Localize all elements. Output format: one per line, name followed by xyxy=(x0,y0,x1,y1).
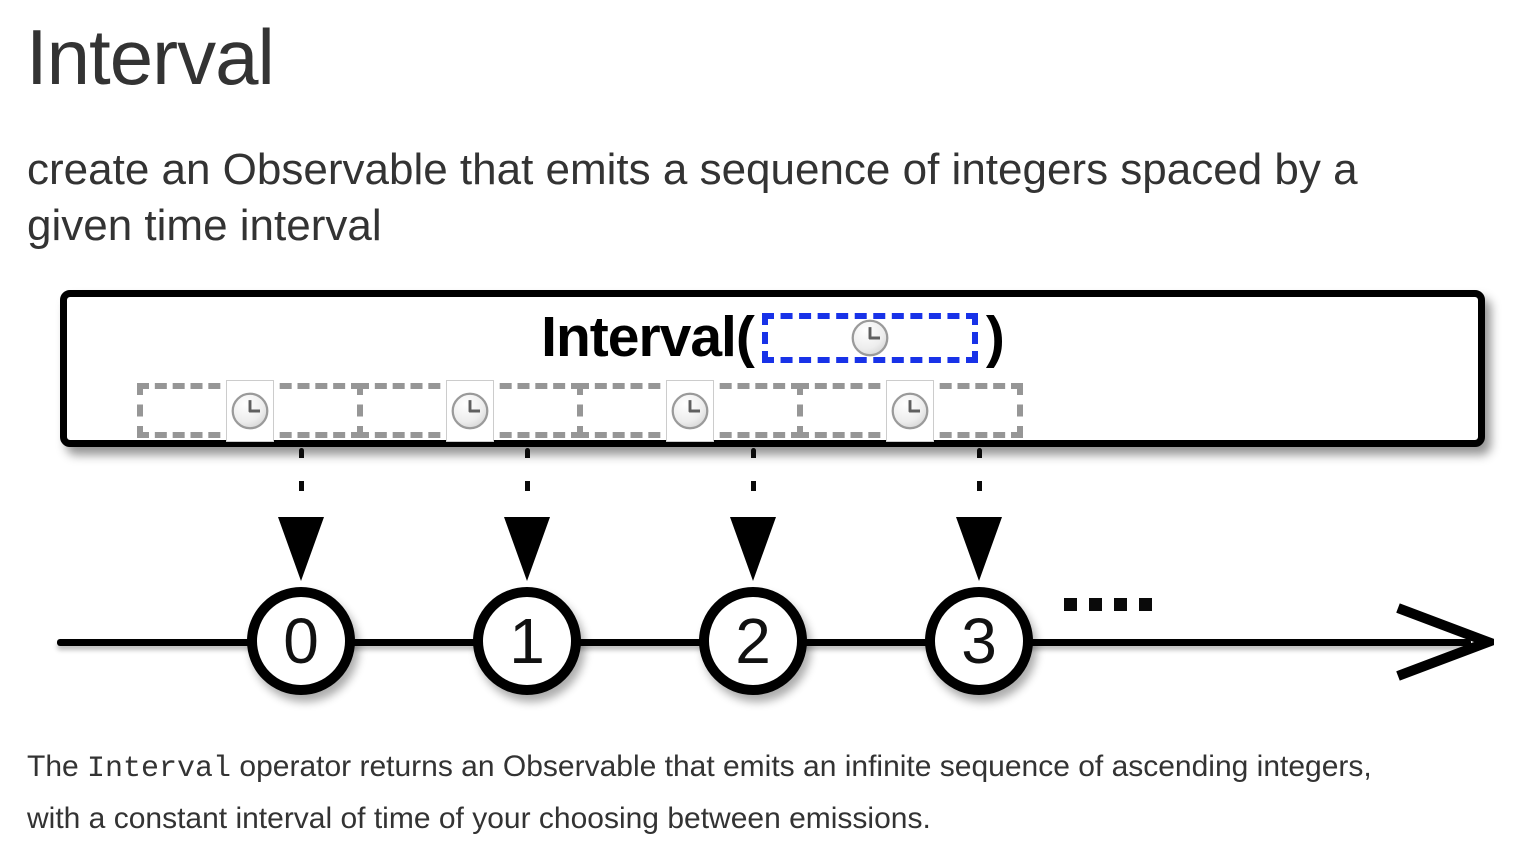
operator-close-paren: ) xyxy=(985,305,1005,369)
emission-dotted-line xyxy=(298,448,304,512)
clock-frame xyxy=(666,379,714,442)
clock-icon xyxy=(451,392,489,429)
clock-frame xyxy=(226,379,274,442)
continuation-dot xyxy=(1064,598,1077,611)
description-prefix: The xyxy=(27,750,88,783)
continuation-dot xyxy=(1089,598,1102,611)
emission-value: 1 xyxy=(509,605,545,677)
emission-dotted-line xyxy=(976,448,982,512)
clock-icon xyxy=(891,392,929,429)
emission-marble: 1 xyxy=(473,587,581,695)
operator-box: Interval( ) xyxy=(60,290,1485,447)
emission-marble: 2 xyxy=(699,587,807,695)
description-line-2: with a constant interval of time of your… xyxy=(27,802,931,835)
continuation-dot xyxy=(1114,598,1127,611)
emission-dotted-line xyxy=(750,448,756,512)
interval-argument-slot xyxy=(761,312,978,363)
emission-arrow-icon xyxy=(278,517,324,581)
emission-arrow-icon xyxy=(730,517,776,581)
emission-marble: 3 xyxy=(925,587,1033,695)
emission-dotted-line xyxy=(524,448,530,512)
clock-frame xyxy=(446,379,494,442)
emission-arrow-icon xyxy=(504,517,550,581)
interval-segment xyxy=(137,379,363,442)
clock-icon xyxy=(851,319,889,356)
page-title: Interval xyxy=(26,13,275,101)
emission-marble: 0 xyxy=(247,587,355,695)
clock-frame xyxy=(886,379,934,442)
clock-icon xyxy=(671,392,709,429)
inline-code: Interval xyxy=(87,752,232,786)
interval-track xyxy=(137,379,1023,442)
timeline-arrow-icon xyxy=(1396,603,1494,681)
marble-diagram: Interval( ) 0 1 2 3 xyxy=(0,290,1526,710)
emission-value: 2 xyxy=(735,605,771,677)
description-line-1: operator returns an Observable that emit… xyxy=(231,750,1372,783)
subtitle-line-1: create an Observable that emits a sequen… xyxy=(27,145,1358,194)
operator-name: Interval( xyxy=(541,305,755,369)
interval-segment xyxy=(797,379,1023,442)
interval-segment xyxy=(577,379,803,442)
emission-value: 3 xyxy=(961,605,997,677)
clock-icon xyxy=(231,392,269,429)
continuation-dot xyxy=(1139,598,1152,611)
page-subtitle: create an Observable that emits a sequen… xyxy=(0,98,1526,254)
continuation-dots xyxy=(1064,598,1152,611)
emission-arrow-icon xyxy=(956,517,1002,581)
subtitle-line-2: given time interval xyxy=(27,201,382,250)
emission-value: 0 xyxy=(283,605,319,677)
operator-signature: Interval( ) xyxy=(67,309,1478,366)
interval-segment xyxy=(357,379,583,442)
description: The Interval operator returns an Observa… xyxy=(0,710,1526,843)
